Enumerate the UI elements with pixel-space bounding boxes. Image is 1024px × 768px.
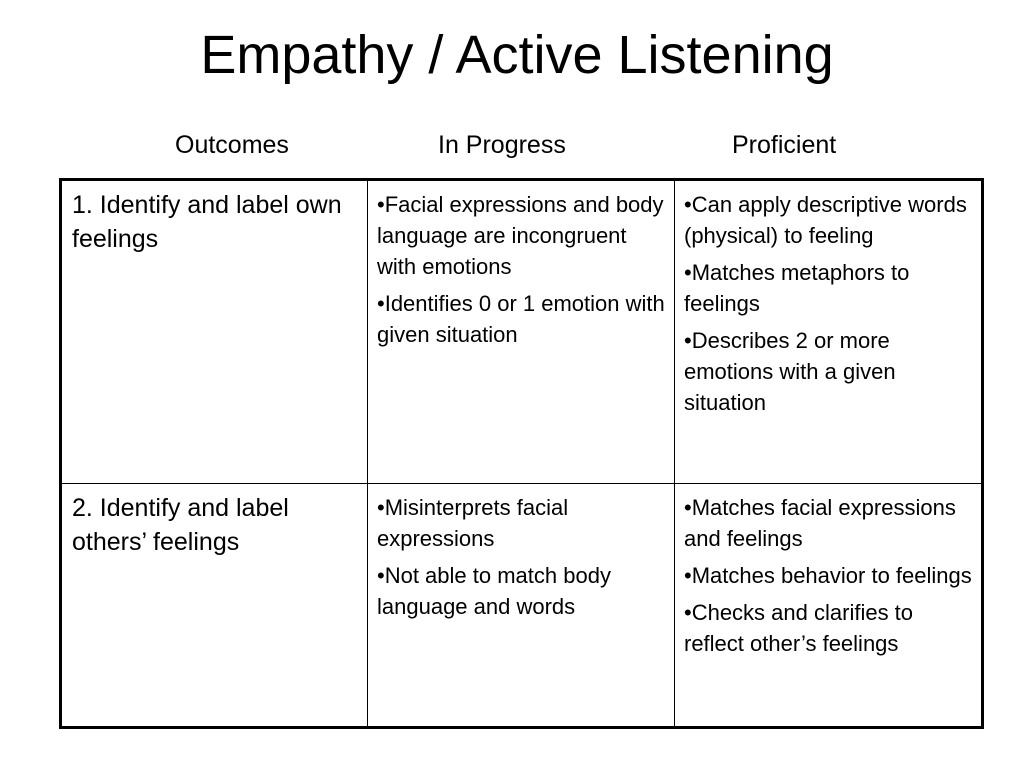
outcome-cell: 1. Identify and label own feelings	[60, 179, 368, 484]
table-row: 2. Identify and label others’ feelings •…	[60, 483, 983, 728]
outcome-label: 1. Identify and label own feelings	[72, 191, 342, 253]
list-item: •Matches metaphors to feelings	[684, 260, 910, 316]
rubric-table: 1. Identify and label own feelings •Faci…	[59, 178, 984, 729]
header-outcomes: Outcomes	[175, 131, 289, 159]
header-proficient: Proficient	[732, 131, 837, 159]
proficient-cell: •Can apply descriptive words (physical) …	[674, 179, 983, 484]
header-in-progress: In Progress	[438, 131, 566, 159]
list-item: •Matches behavior to feelings	[684, 563, 972, 588]
table-row: 1. Identify and label own feelings •Faci…	[60, 179, 983, 484]
in-progress-cell: •Misinterprets facial expressions •Not a…	[367, 483, 675, 728]
in-progress-cell: •Facial expressions and body language ar…	[367, 179, 675, 484]
list-item: •Misinterprets facial expressions	[377, 495, 569, 551]
outcome-cell: 2. Identify and label others’ feelings	[60, 483, 368, 728]
list-item: •Describes 2 or more emotions with a giv…	[684, 328, 896, 415]
list-item: •Facial expressions and body language ar…	[377, 192, 664, 279]
proficient-cell: •Matches facial expressions and feelings…	[674, 483, 983, 728]
slide-title: Empathy / Active Listening	[200, 25, 834, 85]
list-item: •Matches facial expressions and feelings	[684, 495, 956, 551]
outcome-label: 2. Identify and label others’ feelings	[72, 494, 289, 556]
list-item: •Not able to match body language and wor…	[377, 563, 611, 619]
list-item: •Checks and clarifies to reflect other’s…	[684, 600, 914, 656]
list-item: •Identifies 0 or 1 emotion with given si…	[377, 291, 665, 347]
list-item: •Can apply descriptive words (physical) …	[684, 192, 967, 248]
